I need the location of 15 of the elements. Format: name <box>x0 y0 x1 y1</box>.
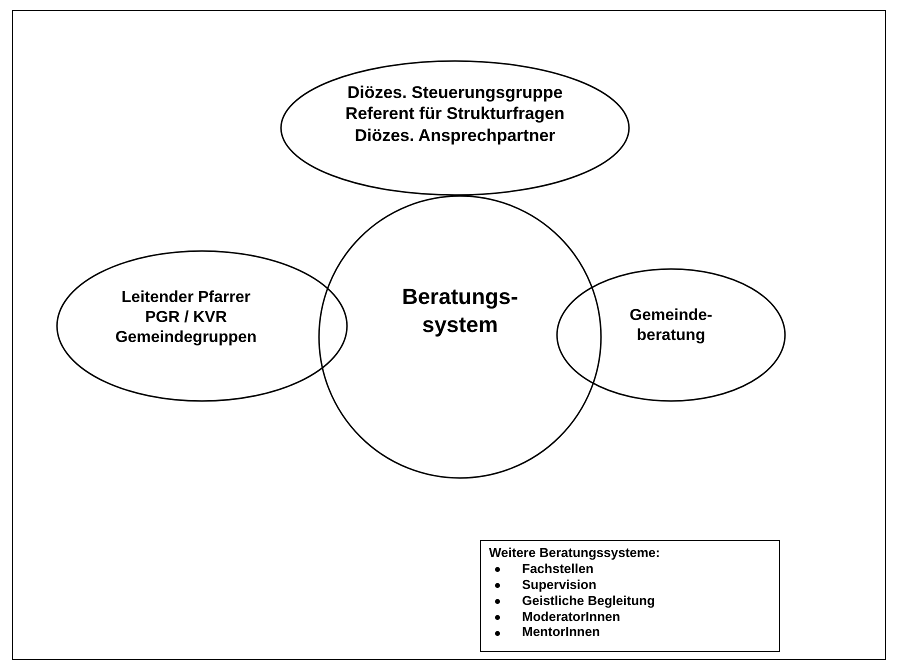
node-label: Gemeindegruppen <box>114 328 258 348</box>
list-item: Supervision <box>522 576 596 592</box>
list-item: MentorInnen <box>522 624 600 640</box>
node-label: Leitender Pfarrer <box>120 288 252 308</box>
list-item: ModeratorInnen <box>522 608 620 624</box>
node-label: PGR / KVR <box>144 308 228 328</box>
node-label: Gemeinde- beratung <box>628 306 714 346</box>
list-item: Geistliche Begleitung <box>522 592 655 608</box>
node-label: Diözes. Steuerungsgruppe <box>346 82 564 104</box>
node-label: Diözes. Ansprechpartner <box>354 124 556 146</box>
node-label: Beratungs- system <box>400 283 520 338</box>
info-box <box>480 540 780 652</box>
list-item: Fachstellen <box>522 561 594 576</box>
box-heading: Weitere Beratungssysteme: <box>489 545 661 560</box>
node-label: Referent für Strukturfragen <box>344 103 566 124</box>
